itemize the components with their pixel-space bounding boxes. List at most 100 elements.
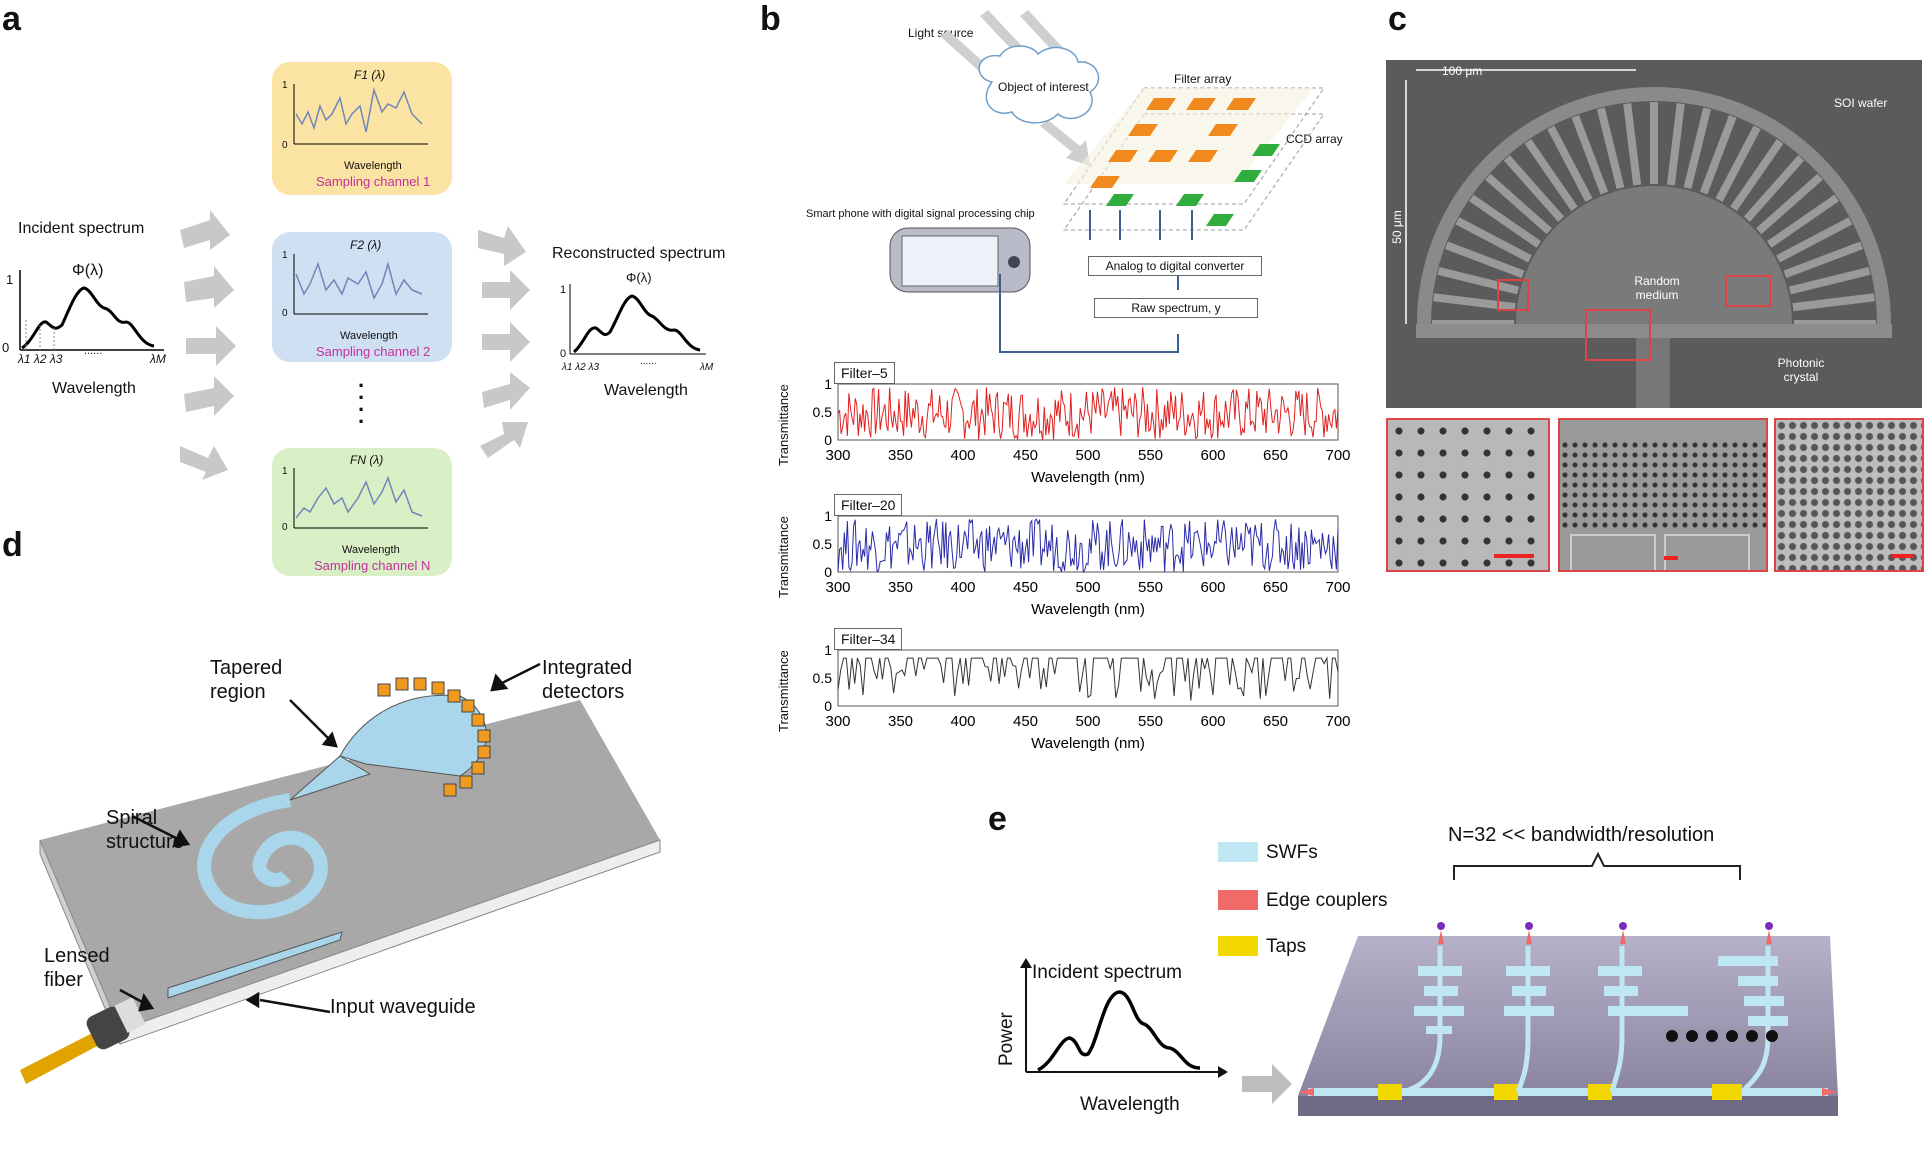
e-chip: [1298, 922, 1838, 1116]
x-tick-label: 450: [1013, 447, 1038, 464]
y-tick-label: 0: [824, 564, 832, 580]
x-tick-label: 400: [950, 447, 975, 464]
x-tick-label: 600: [1200, 447, 1225, 464]
ccd-array-label: CCD array: [1286, 132, 1343, 146]
object-label: Object of interest: [998, 80, 1089, 94]
a-y1: 1: [6, 272, 14, 287]
sem-spoke: [1469, 194, 1542, 248]
transmittance-trace: [837, 387, 1339, 441]
sem-structure: [1405, 69, 1892, 408]
sem-spoke: [1666, 103, 1685, 186]
channel-1-plot: [293, 84, 428, 145]
tapered-region-label: Tapered region: [210, 657, 283, 703]
integrated-detectors-label: Integrated detectors: [542, 657, 633, 703]
filter-34-label: Filter–34: [834, 628, 903, 650]
sampling-channel-2-box: [272, 232, 452, 362]
filter-5-ylabel: Transmittance: [776, 384, 791, 466]
channel-2-func: F2 (λ): [350, 238, 382, 252]
x-tick-label: 450: [1013, 713, 1038, 730]
scale-50: 50 μm: [1389, 210, 1404, 244]
x-axis-label: Wavelength (nm): [1031, 601, 1145, 618]
sem-spoke: [1437, 266, 1520, 295]
x-tick-label: 350: [888, 713, 913, 730]
y-tick-label: 0: [824, 432, 832, 448]
sem-spoke: [1455, 217, 1532, 263]
inset-photonic-crystal: [1774, 418, 1924, 572]
panel-a-letter: a: [2, 0, 21, 38]
filter-20-ylabel: Transmittance: [776, 516, 791, 598]
x-tick-label: 600: [1200, 579, 1225, 596]
sem-spoke: [1596, 107, 1625, 190]
inset-interface: [1558, 418, 1768, 572]
filter-ccd-array: [1063, 87, 1325, 231]
a-xlabel: Wavelength: [52, 380, 136, 397]
incident-spectrum-title: Incident spectrum: [18, 220, 145, 237]
sem-spoke: [1792, 293, 1875, 312]
recon-phi: Φ(λ): [626, 270, 652, 285]
phi-label: Φ(λ): [72, 262, 104, 279]
sem-spoke: [1766, 194, 1839, 248]
x-tick-label: 550: [1138, 713, 1163, 730]
photonic-crystal-label: Photonic crystal: [1777, 356, 1825, 384]
adc-box: Analog to digital converter: [1088, 256, 1262, 276]
lensed-fiber-label: Lensed fiber: [44, 945, 110, 991]
y-tick-label: 1: [824, 376, 832, 392]
right-arrows: [478, 226, 530, 458]
scale-100: 100 μm: [1442, 64, 1483, 78]
sem-spoke: [1503, 155, 1565, 222]
panel-d-letter: d: [2, 526, 23, 564]
x-axis-label: Wavelength (nm): [1031, 735, 1145, 752]
transmittance-trace: [837, 656, 1339, 701]
y-tick-label: 0: [824, 698, 832, 714]
smartphone-icon: [889, 227, 1031, 293]
e-incident-title: Incident spectrum: [1032, 962, 1182, 983]
a-xdots: ......: [84, 345, 103, 357]
sem-spoke: [1715, 125, 1761, 202]
y-tick-label: 1: [824, 508, 832, 524]
channel-n-plot: [293, 468, 428, 529]
panel-d-device: [20, 662, 661, 1084]
x-tick-label: 350: [888, 447, 913, 464]
n-bandwidth-label: N=32 << bandwidth/resolution: [1448, 824, 1715, 846]
sem-spoke: [1623, 103, 1642, 186]
reconstructed-plot: [569, 284, 706, 355]
y-tick-label: 0.5: [813, 670, 833, 686]
channel-2-plot: [293, 254, 428, 315]
channel-2-label: Sampling channel 2: [316, 344, 431, 359]
channel-2-xlabel: Wavelength: [340, 330, 398, 342]
legend-edge-label: Edge couplers: [1266, 890, 1388, 911]
panel-b-letter: b: [760, 0, 781, 38]
sem-spoke: [1776, 217, 1853, 263]
soi-wafer-label: SOI wafer: [1834, 96, 1888, 110]
sem-spoke: [1547, 125, 1593, 202]
recon-xlabel: Wavelength: [604, 382, 688, 399]
filter-5-label: Filter–5: [834, 362, 895, 384]
spiral-structure-label: Spiral structure: [106, 807, 184, 853]
legend-swfs-swatch: [1218, 842, 1258, 862]
channel-n-func: FN (λ): [350, 453, 384, 467]
channel-1-func: F1 (λ): [354, 68, 386, 82]
x-tick-label: 700: [1325, 713, 1350, 730]
left-arrows: [180, 210, 236, 480]
random-medium-label: Random medium: [1634, 274, 1680, 302]
sem-spoke: [1683, 107, 1712, 190]
e-incident-plot: [1020, 958, 1228, 1078]
legend-edge-swatch: [1218, 890, 1258, 910]
channel-1-xlabel: Wavelength: [344, 160, 402, 172]
x-tick-label: 650: [1263, 713, 1288, 730]
x-tick-label: 350: [888, 579, 913, 596]
x-tick-label: 300: [825, 447, 850, 464]
legend-taps-label: Taps: [1266, 936, 1307, 957]
x-tick-label: 500: [1075, 579, 1100, 596]
n-brace: [1453, 851, 1741, 880]
x-tick-label: 700: [1325, 447, 1350, 464]
sem-spoke: [1730, 139, 1784, 212]
vertical-ellipsis: ····: [358, 373, 366, 434]
e-arrow: [1242, 1064, 1292, 1104]
x-tick-label: 500: [1075, 713, 1100, 730]
sem-spoke: [1756, 173, 1823, 235]
y-tick-label: 0.5: [813, 536, 833, 552]
channel-n-xlabel: Wavelength: [342, 544, 400, 556]
a-xticks: λ1 λ2 λ3: [18, 352, 63, 366]
x-tick-label: 600: [1200, 713, 1225, 730]
